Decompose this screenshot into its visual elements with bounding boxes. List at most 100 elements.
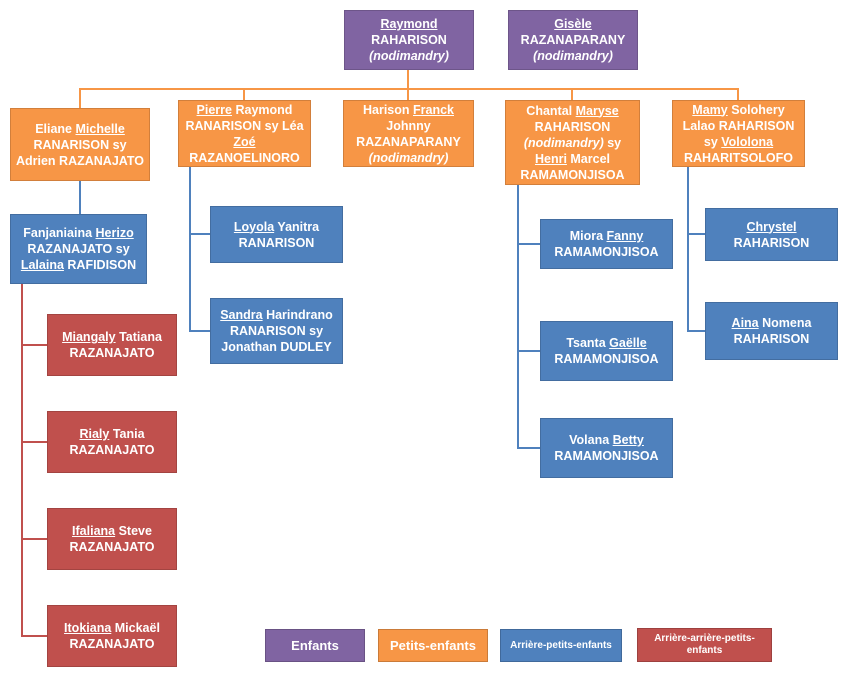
node-text-segment: Solohery (727, 102, 785, 117)
node-text-line: RAMAMONJISOA (554, 448, 658, 464)
legend-item-arriere-arriere-petits-enfants: Arrière-arrière-petits-enfants (637, 628, 772, 662)
node-text-segment: Steve (115, 524, 152, 538)
node-text-segment: Tania (109, 427, 145, 441)
node-text-segment: Adrien RAZANAJATO (15, 153, 144, 168)
node-text-segment: RAMAMONJISOA (520, 167, 625, 182)
legend-label-arriere-arriere-petits-enfants: Arrière-arrière-petits-enfants (654, 633, 755, 656)
node-text-line: RAHARISON (734, 331, 810, 347)
node-text-segment: Henri (534, 151, 567, 166)
legend-label-enfants: Enfants (291, 637, 339, 653)
node-text-segment: RAMAMONJISOA (554, 245, 659, 259)
node-text-segment: Rialy (79, 427, 110, 441)
node-text-line: Lalao RAHARISON (683, 118, 795, 134)
node-text-line: (nodimandry) (369, 150, 449, 166)
node-text-line: Sandra Harindrano (220, 307, 333, 323)
node-text-segment: Miangaly (62, 330, 116, 344)
node-text-segment: Volana (569, 433, 613, 447)
node-text-line: (nodimandry) (369, 48, 449, 64)
connector-line (79, 181, 81, 214)
node-text-segment: RAHARITSOLOFO (683, 150, 794, 165)
node-text-line: Miangaly Tatiana (62, 329, 162, 345)
node-text-segment: Pierre (196, 102, 232, 117)
connector-line (79, 88, 739, 90)
node-text-line: RAZANAPARANY (521, 32, 626, 48)
connector-line (21, 284, 23, 637)
node-text-line: RAMAMONJISOA (520, 167, 624, 183)
node-text-segment: Tatiana (115, 330, 162, 344)
legend-item-petits-enfants: Petits-enfants (378, 629, 488, 662)
connector-line (21, 538, 47, 540)
connector-line (79, 88, 81, 110)
legend-label-arriere-petits-enfants: Arrière-petits-enfants (510, 639, 612, 651)
node-text-segment: Vololona (721, 134, 774, 149)
node-text-segment: Michelle (75, 121, 125, 136)
connector-line (517, 350, 540, 352)
tree-node-chrystel: Chrystel RAHARISON (705, 208, 838, 261)
node-text-line: RAHARISON (371, 32, 447, 48)
node-text-segment: (nodimandry) (369, 49, 449, 63)
node-text-line: RAZANAJATO (70, 345, 155, 361)
node-text-segment: Chrystel (746, 219, 797, 234)
node-text-line: Zoé (233, 134, 255, 150)
node-text-segment: RAMAMONJISOA (554, 449, 659, 463)
node-text-line: Pierre Raymond (197, 102, 293, 118)
node-text-segment: sy (703, 134, 722, 149)
node-text-segment: Eliane (35, 121, 76, 136)
connector-line (737, 88, 739, 102)
node-text-segment: Yanitra (274, 219, 320, 234)
node-text-segment: Johnny (386, 118, 431, 133)
node-text-line: Lalaina RAFIDISON (21, 257, 136, 273)
node-text-line: RAZANAJATO (70, 539, 155, 555)
node-text-line: Ifaliana Steve (72, 523, 152, 539)
node-text-line: Adrien RAZANAJATO (16, 153, 144, 169)
node-text-line: RAMAMONJISOA (554, 351, 658, 367)
node-text-segment: Itokiana (64, 621, 112, 635)
legend-label-petits-enfants: Petits-enfants (390, 637, 476, 653)
node-text-segment: Fanny (606, 229, 644, 243)
node-text-segment: Maryse (575, 103, 619, 118)
node-text-segment: Franck (413, 102, 454, 117)
node-text-segment: RAHARISON (733, 332, 810, 346)
node-text-line: Miora Fanny (570, 228, 644, 244)
node-text-line: Henri Marcel (535, 151, 610, 167)
node-text-segment: Herizo (95, 226, 134, 240)
node-text-line: Gisèle (554, 16, 592, 32)
node-text-segment: RAZANAJATO (69, 346, 155, 360)
node-text-line: RAZANAJATO (70, 636, 155, 652)
node-text-segment: Loyola (233, 219, 275, 234)
node-text-segment: RAHARISON (371, 33, 447, 47)
node-text-line: Fanjaniaina Herizo (23, 225, 133, 241)
node-text-segment: Betty (612, 433, 644, 447)
node-text-line: RANARISON sy (230, 323, 323, 339)
connector-line (571, 88, 573, 102)
node-text-segment: RAZANAJATO (69, 443, 155, 457)
node-text-segment: Gaëlle (609, 336, 647, 350)
node-text-segment: Raymond (380, 17, 438, 31)
node-text-line: Rialy Tania (79, 426, 144, 442)
node-text-segment: Nomena (758, 316, 812, 330)
node-text-segment: RAZANAPARANY (356, 134, 461, 149)
node-text-segment: RANARISON sy (33, 137, 127, 152)
node-text-segment: RAZANAJATO sy (27, 242, 130, 256)
node-text-line: sy Vololona (704, 134, 773, 150)
node-text-segment: Mickaël (111, 621, 160, 635)
connector-line (687, 233, 705, 235)
connector-line (687, 330, 705, 332)
node-text-line: RAZANOELINORO (189, 150, 299, 166)
node-text-segment: Ifaliana (72, 524, 116, 538)
node-text-segment: Gisèle (554, 17, 592, 31)
node-text-line: Johnny (386, 118, 430, 134)
node-text-line: Mamy Solohery (692, 102, 784, 118)
node-text-line: Harison Franck (363, 102, 454, 118)
node-text-segment: Miora (569, 229, 607, 243)
